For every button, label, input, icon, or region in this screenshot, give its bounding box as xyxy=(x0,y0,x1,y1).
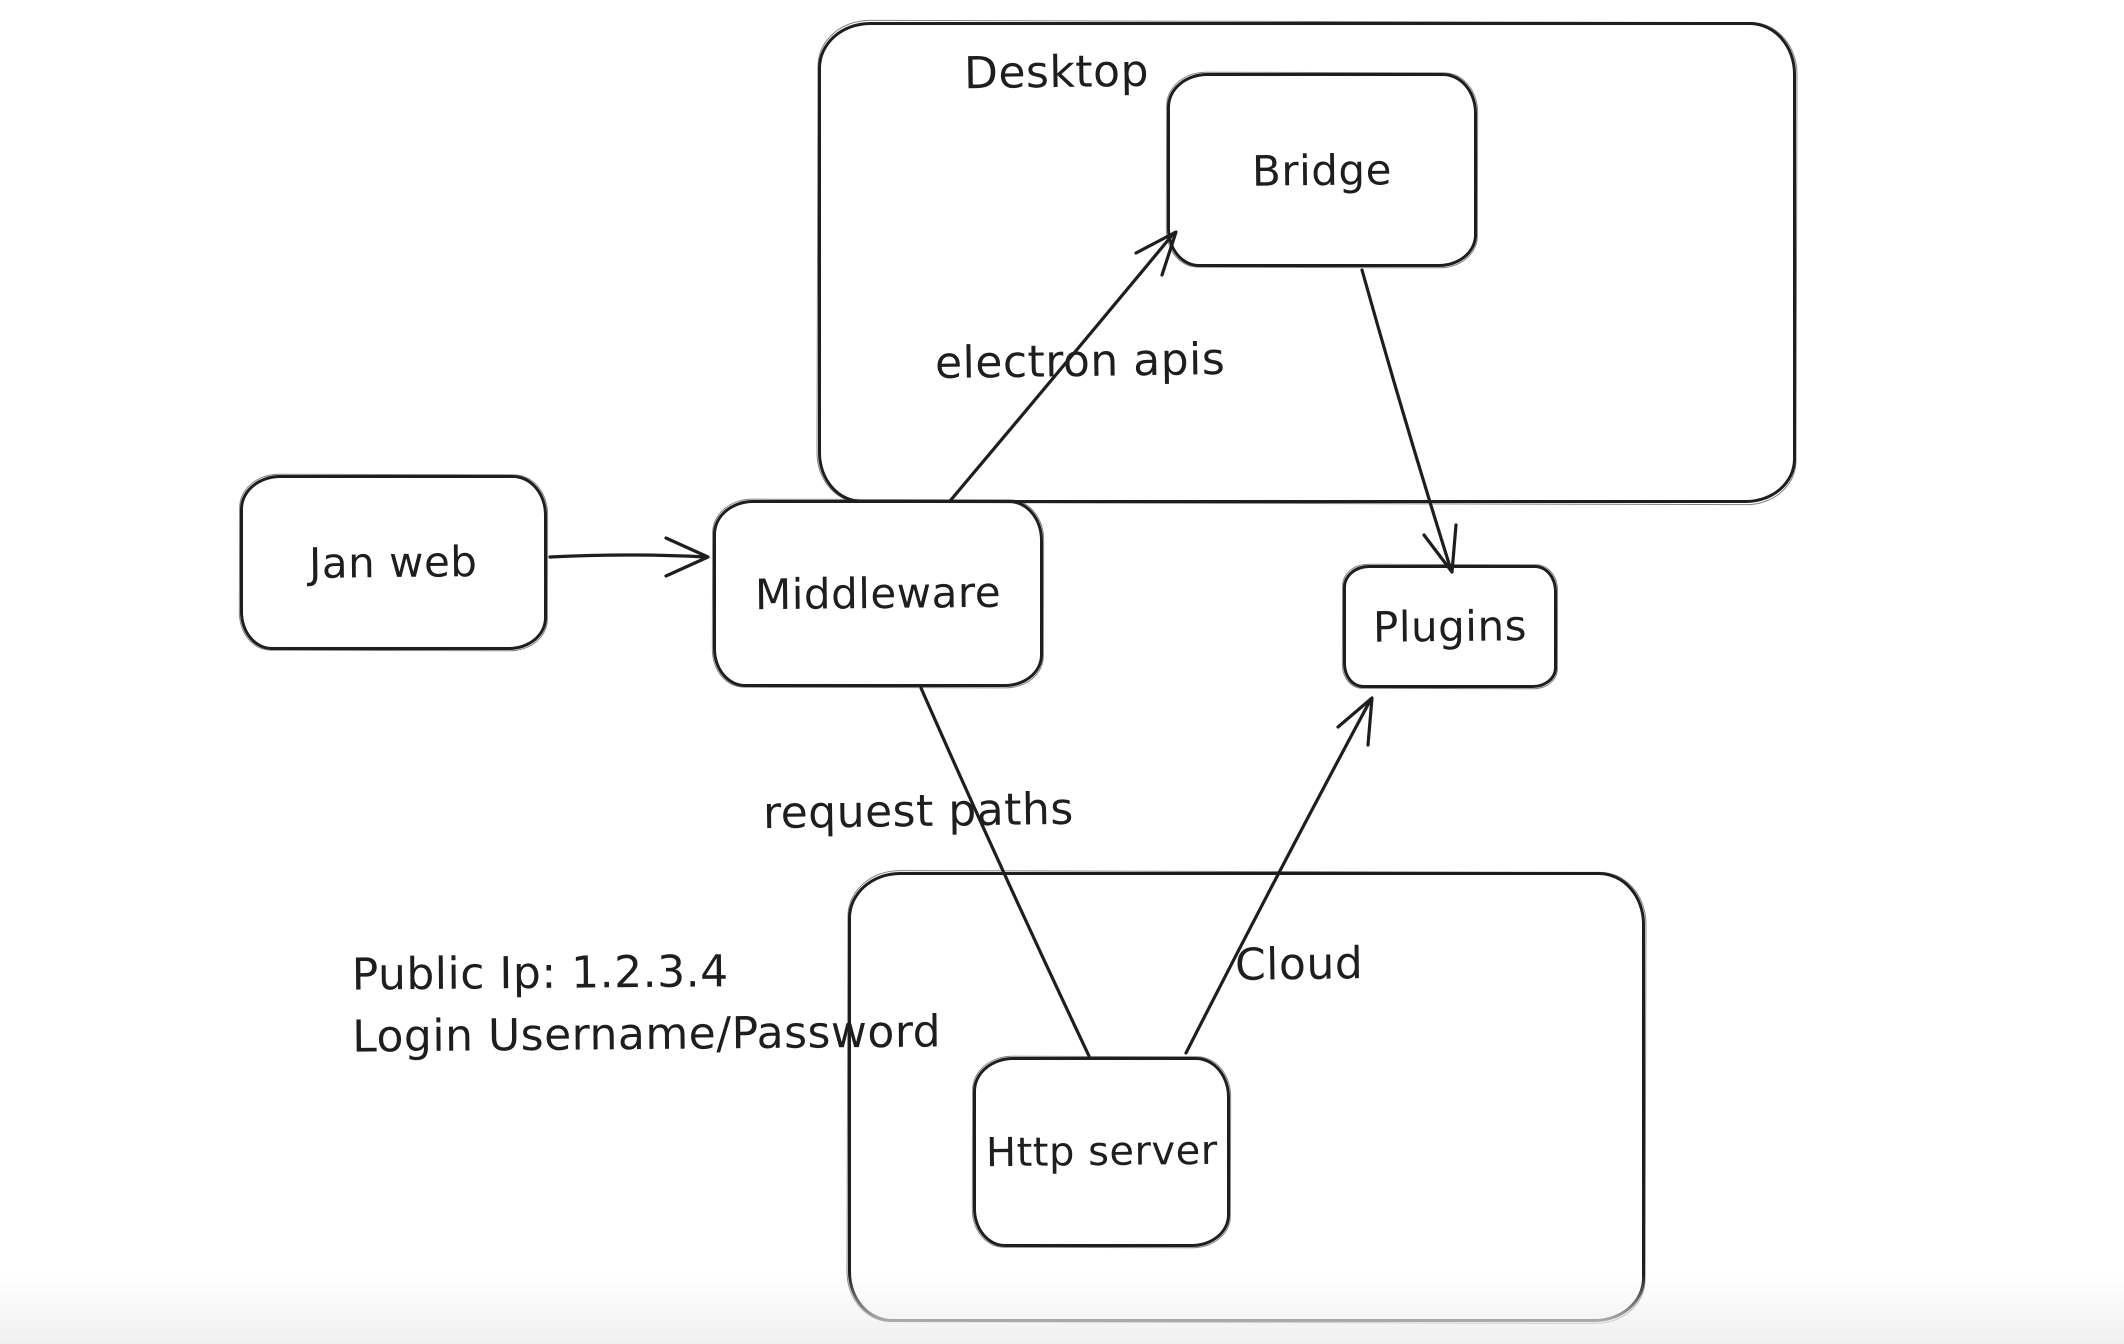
node-jan-web-label: Jan web xyxy=(309,537,478,588)
edge-middleware-to-http-server[interactable] xyxy=(919,686,1091,1058)
node-http-server-label: Http server xyxy=(985,1127,1218,1177)
node-middleware[interactable]: Middleware xyxy=(713,500,1043,687)
annotation-text[interactable]: Public Ip: 1.2.3.4 Login Username/Passwo… xyxy=(351,939,942,1068)
node-bridge-label: Bridge xyxy=(1251,144,1393,196)
node-jan-web[interactable]: Jan web xyxy=(240,475,547,650)
annotation-line-2: Login Username/Password xyxy=(352,1006,942,1063)
edge-jan-web-to-middleware[interactable] xyxy=(548,553,708,559)
edge-label-electron-apis[interactable]: electron apis xyxy=(934,333,1226,390)
edge-middleware-to-bridge[interactable] xyxy=(948,231,1176,503)
node-middleware-label: Middleware xyxy=(754,567,1002,620)
container-desktop-label: Desktop xyxy=(963,45,1150,100)
edge-bridge-to-plugins-arrowhead xyxy=(1422,523,1458,574)
annotation-line-1: Public Ip: 1.2.3.4 xyxy=(351,946,729,1001)
container-desktop[interactable]: Desktop xyxy=(818,22,1796,503)
node-plugins-label: Plugins xyxy=(1372,601,1528,652)
node-bridge[interactable]: Bridge xyxy=(1167,73,1477,267)
node-plugins[interactable]: Plugins xyxy=(1343,565,1557,688)
edge-http-server-to-plugins-arrowhead xyxy=(1336,696,1374,747)
edge-http-server-to-plugins[interactable] xyxy=(1184,697,1373,1055)
container-cloud-label: Cloud xyxy=(1234,938,1364,991)
edge-middleware-to-bridge-arrowhead xyxy=(1134,230,1178,277)
container-cloud[interactable]: Cloud xyxy=(848,872,1645,1322)
node-http-server[interactable]: Http server xyxy=(973,1057,1230,1247)
edge-label-request-paths[interactable]: request paths xyxy=(762,783,1075,840)
edge-jan-web-to-middleware-arrowhead xyxy=(664,536,710,578)
edge-bridge-to-plugins[interactable] xyxy=(1360,268,1453,572)
